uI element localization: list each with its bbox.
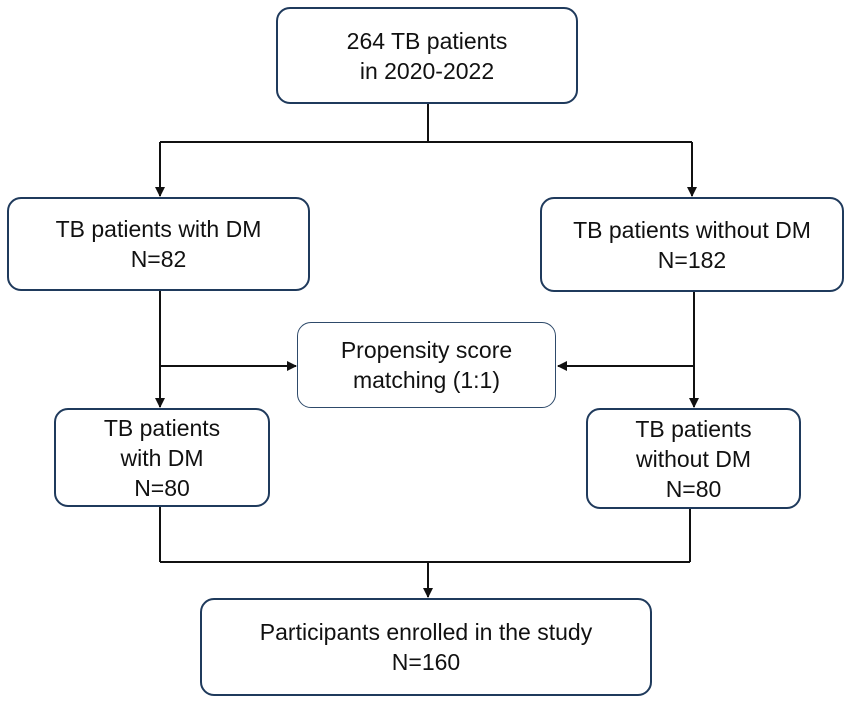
with-dm-box: TB patients with DM N=82 <box>7 197 310 291</box>
with-dm-count: N=82 <box>130 246 187 272</box>
total-patients-box: 264 TB patients in 2020-2022 <box>276 7 578 104</box>
enrolled-count: N=160 <box>391 649 461 675</box>
without-dm-box: TB patients without DM N=182 <box>540 197 844 292</box>
matched-without-dm-count: N=80 <box>665 475 722 502</box>
enrolled-label: Participants enrolled in the study <box>259 619 593 645</box>
matched-with-dm-count: N=80 <box>134 474 190 501</box>
matched-without-dm-box: TB patients without DM N=80 <box>586 408 801 509</box>
enrolled-box: Participants enrolled in the study N=160 <box>200 598 652 696</box>
without-dm-count: N=182 <box>657 246 727 273</box>
matched-with-dm-box: TB patients with DM N=80 <box>54 408 270 507</box>
matched-without-dm-sublabel: without DM <box>635 445 752 472</box>
total-patients-period: in 2020-2022 <box>359 57 495 84</box>
propensity-score-label: Propensity score <box>340 337 513 363</box>
matched-with-dm-sublabel: with DM <box>120 444 204 471</box>
without-dm-label: TB patients without DM <box>573 216 811 243</box>
matched-without-dm-label: TB patients <box>635 415 752 442</box>
total-patients-label: 264 TB patients <box>346 27 508 54</box>
with-dm-label: TB patients with DM <box>55 216 262 242</box>
propensity-score-box: Propensity score matching (1:1) <box>297 322 556 408</box>
propensity-score-ratio: matching (1:1) <box>352 367 500 393</box>
matched-with-dm-label: TB patients <box>103 414 221 441</box>
